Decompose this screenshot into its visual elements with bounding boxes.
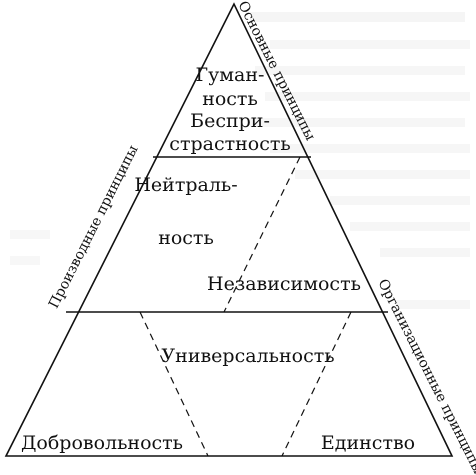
bottom-left-dashed-line [139, 311, 209, 457]
label-universality: Универсальность [161, 345, 334, 367]
side-label-derived-principles: Производные принципы [46, 143, 142, 311]
label-independence: Независимость [207, 273, 361, 295]
label-neutrality-2: ность [158, 227, 214, 249]
label-neutrality-1: Нейтраль- [134, 174, 237, 196]
label-unity: Единство [321, 432, 415, 454]
background-print-through [10, 12, 470, 309]
pyramid-outline [4, 2, 454, 457]
label-voluntary-service: Добровольность [21, 432, 183, 454]
label-impartiality-1: Беспри- [190, 110, 270, 132]
label-humanity-2: ность [202, 88, 258, 110]
middle-dashed-line [223, 156, 301, 313]
label-impartiality-2: страстность [169, 133, 290, 155]
bottom-right-dashed-line [281, 311, 352, 457]
label-humanity-1: Гуман- [196, 64, 265, 86]
